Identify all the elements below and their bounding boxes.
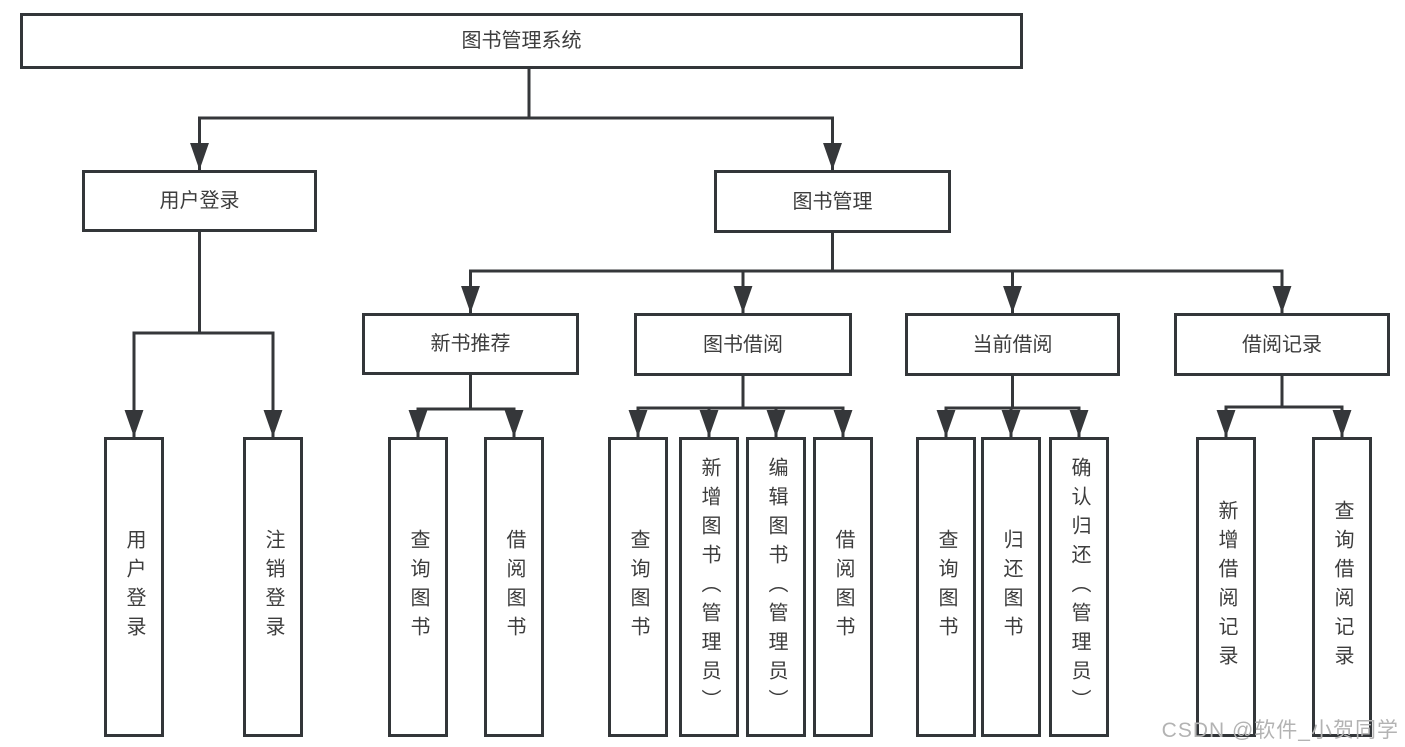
node-book-management-label: 图书管理	[792, 190, 873, 213]
node-user-login: 用户登录	[82, 170, 317, 232]
leaf-user-login: 用户登录	[104, 437, 164, 737]
bus-user-login	[132, 232, 275, 335]
node-user-login-label: 用户登录	[159, 190, 240, 212]
leaf-logout-label: 注销登录	[262, 529, 284, 645]
node-borrowing-records-label: 借阅记录	[1242, 333, 1322, 356]
leaf-query-books-2-label: 查询图书	[627, 529, 649, 645]
bus-book-borrow	[636, 376, 845, 410]
leaf-add-book-admin: 新增图书（管理员）	[679, 437, 739, 737]
node-book-management: 图书管理	[714, 170, 951, 233]
leaf-query-borrow-record: 查询借阅记录	[1312, 437, 1372, 737]
leaf-query-books-1: 查询图书	[388, 437, 448, 737]
leaf-user-login-label: 用户登录	[123, 529, 145, 645]
leaf-borrow-books-2: 借阅图书	[813, 437, 873, 737]
csdn-watermark: CSDN @软件_小贺同学	[1161, 719, 1399, 742]
bus-new-book-rec	[416, 375, 516, 411]
leaf-logout: 注销登录	[243, 437, 303, 737]
connector-group	[124, 69, 1352, 437]
leaf-confirm-return-admin: 确认归还（管理员）	[1049, 437, 1109, 737]
node-root-label: 图书管理系统	[461, 30, 582, 52]
bus-book-mgmt	[469, 233, 1284, 273]
node-book-borrowing-label: 图书借阅	[703, 333, 783, 356]
bus-current-borrow	[944, 376, 1081, 410]
node-root: 图书管理系统	[20, 13, 1023, 69]
leaf-add-borrow-record-label: 新增借阅记录	[1215, 500, 1237, 674]
leaf-query-books-2: 查询图书	[608, 437, 668, 737]
node-current-borrowing-label: 当前借阅	[972, 333, 1053, 356]
leaf-borrow-books-2-label: 借阅图书	[832, 529, 854, 645]
leaf-add-borrow-record: 新增借阅记录	[1196, 437, 1256, 737]
bus-root	[198, 69, 834, 120]
leaf-return-books-label: 归还图书	[1000, 529, 1022, 645]
node-book-borrowing: 图书借阅	[634, 313, 852, 376]
bus-borrow-record	[1224, 376, 1344, 409]
node-borrowing-records: 借阅记录	[1174, 313, 1390, 376]
leaf-query-books-1-label: 查询图书	[407, 529, 429, 645]
leaf-edit-book-admin: 编辑图书（管理员）	[746, 437, 806, 737]
node-new-book-recommendation: 新书推荐	[362, 313, 579, 375]
leaf-add-book-admin-label: 新增图书（管理员）	[698, 456, 720, 718]
leaf-query-books-3: 查询图书	[916, 437, 976, 737]
node-new-book-recommendation-label: 新书推荐	[430, 333, 511, 355]
leaf-edit-book-admin-label: 编辑图书（管理员）	[765, 456, 787, 718]
leaf-borrow-books-1-label: 借阅图书	[503, 529, 525, 645]
leaf-confirm-return-admin-label: 确认归还（管理员）	[1068, 456, 1090, 718]
leaf-query-books-3-label: 查询图书	[935, 529, 957, 645]
leaf-query-borrow-record-label: 查询借阅记录	[1331, 500, 1353, 674]
leaf-borrow-books-1: 借阅图书	[484, 437, 544, 737]
node-current-borrowing: 当前借阅	[905, 313, 1120, 376]
leaf-return-books: 归还图书	[981, 437, 1041, 737]
